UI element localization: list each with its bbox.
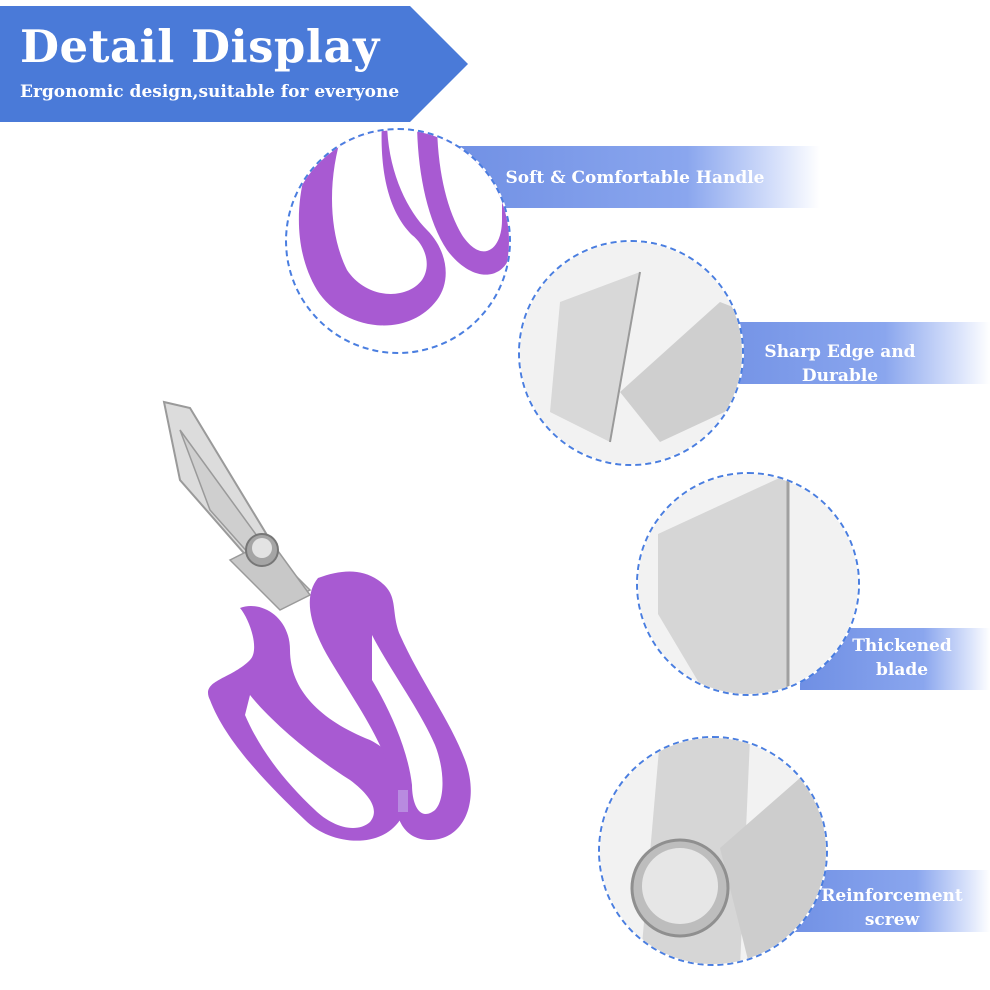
screw-closeup-image — [600, 738, 826, 964]
feature-label-sharp: Sharp Edge and Durable — [750, 340, 930, 388]
zoom-circle-screw — [598, 736, 828, 966]
banner-arrow-shape — [0, 6, 468, 122]
feature-label-thick: Thickened blade — [842, 634, 962, 682]
scissors-product-image — [150, 390, 510, 874]
feature-screw-line2: screw — [864, 910, 920, 930]
zoom-circle-thick-blade — [636, 472, 860, 696]
header-banner: Detail Display Ergonomic design,suitable… — [0, 6, 468, 122]
scissors-icon — [162, 400, 471, 841]
zoom-circle-handle — [285, 128, 511, 354]
feature-screw-line1: Reinforcement — [821, 886, 963, 906]
zoom-circle-sharp-edge — [518, 240, 744, 466]
feature-thick-line1: Thickened — [852, 636, 952, 656]
feature-label-screw: Reinforcement screw — [812, 884, 972, 932]
page-title: Detail Display — [20, 20, 380, 73]
blade-edge-closeup-image — [520, 242, 742, 464]
handle-closeup-image — [298, 130, 509, 326]
thick-blade-closeup-image — [638, 474, 858, 694]
feature-handle-line1: Soft & Comfortable Handle — [505, 168, 765, 188]
feature-thick-line2: blade — [875, 660, 929, 680]
feature-label-handle: Soft & Comfortable Handle — [500, 166, 770, 190]
feature-sharp-line1: Sharp Edge and — [764, 342, 916, 362]
feature-sharp-line2: Durable — [801, 366, 879, 386]
page-subtitle: Ergonomic design,suitable for everyone — [20, 82, 400, 102]
